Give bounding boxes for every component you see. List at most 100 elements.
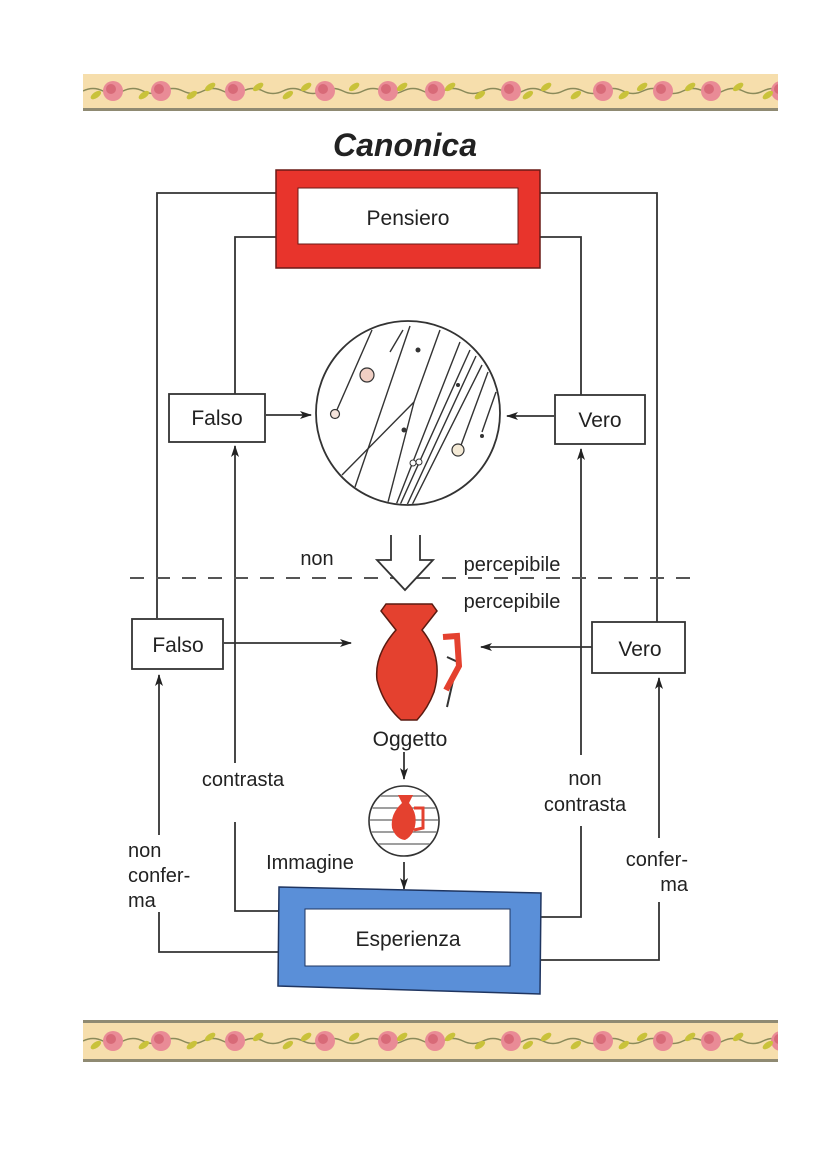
label-non-conferma-line3: ma: [128, 890, 157, 912]
rose-center: [774, 84, 778, 94]
floral-pattern-top: [83, 81, 778, 101]
lower-falso-box: Falso: [131, 618, 224, 670]
label-non-contrasta-line1: non: [568, 768, 601, 790]
leaf-icon: [396, 82, 408, 92]
leaf-icon: [204, 1032, 216, 1042]
rose-center: [106, 84, 116, 94]
rose-center: [154, 1034, 164, 1044]
rose-center: [596, 84, 606, 94]
line-conferma-lower: [541, 902, 660, 961]
label-non-conferma-line1: non: [128, 840, 161, 862]
rose-center: [154, 84, 164, 94]
rose-center: [704, 1034, 714, 1044]
leaf-icon: [522, 1040, 534, 1050]
leaf-icon: [90, 90, 102, 100]
leaf-icon: [282, 1040, 294, 1050]
leaf-icon: [684, 82, 696, 92]
atoms-circle: [315, 320, 501, 506]
line-non-conferma-lower: [158, 912, 279, 953]
rose-center: [504, 84, 514, 94]
leaf-icon: [762, 90, 774, 100]
leaf-icon: [348, 1032, 360, 1042]
rose-center: [504, 1034, 514, 1044]
leaf-icon: [540, 1032, 552, 1042]
leaf-icon: [732, 1032, 744, 1042]
leaf-icon: [540, 82, 552, 92]
diagram-title: Canonica: [333, 127, 477, 163]
leaf-icon: [138, 1040, 150, 1050]
leaf-icon: [282, 90, 294, 100]
lower-falso-label: Falso: [152, 634, 203, 657]
label-non-contrasta-line2: contrasta: [544, 794, 627, 816]
rose-center: [428, 84, 438, 94]
floral-pattern-bottom: [83, 1031, 778, 1051]
label-percepibile-below: percepibile: [464, 591, 561, 613]
line-pensiero-to-upper-falso: [234, 236, 276, 398]
leaf-icon: [186, 1040, 198, 1050]
leaf-icon: [732, 82, 744, 92]
label-immagine: Immagine: [266, 852, 354, 874]
leaf-icon: [474, 90, 486, 100]
rose-center: [704, 84, 714, 94]
label-contrasta: contrasta: [202, 769, 285, 791]
pensiero-label: Pensiero: [367, 207, 450, 230]
floral-border-bottom: [83, 1020, 778, 1062]
leaf-icon: [474, 1040, 486, 1050]
esperienza-box: Esperienza: [277, 886, 542, 995]
connector-lines: [155, 192, 663, 961]
rose-center: [381, 84, 391, 94]
rose-center: [596, 1034, 606, 1044]
leaf-icon: [570, 1040, 582, 1050]
leaf-icon: [762, 1040, 774, 1050]
line-pensiero-to-upper-vero: [540, 236, 582, 398]
floral-border-top: [83, 74, 778, 111]
line-non-contrasta-lower: [541, 826, 582, 918]
rose-center: [656, 84, 666, 94]
leaf-icon: [396, 1032, 408, 1042]
rose-center: [774, 1034, 778, 1044]
leaf-icon: [300, 1032, 312, 1042]
rose-center: [318, 84, 328, 94]
image-circle: [368, 785, 440, 857]
line-pensiero-to-lower-vero: [540, 192, 658, 622]
leaf-icon: [570, 90, 582, 100]
upper-falso-box: Falso: [168, 393, 266, 443]
hollow-down-arrow-icon: [374, 535, 436, 592]
line-pensiero-to-lower-falso: [156, 192, 276, 618]
label-conferma-line1: confer-: [626, 849, 688, 871]
pensiero-box: Pensiero: [275, 169, 541, 269]
rose-center: [228, 1034, 238, 1044]
leaf-icon: [300, 82, 312, 92]
rose-center: [381, 1034, 391, 1044]
leaf-icon: [204, 82, 216, 92]
leaf-icon: [636, 1032, 648, 1042]
lower-vero-label: Vero: [618, 638, 661, 661]
rose-center: [656, 1034, 666, 1044]
rose-center: [428, 1034, 438, 1044]
lower-vero-box: Vero: [591, 621, 686, 674]
leaf-icon: [444, 82, 456, 92]
label-oggetto: Oggetto: [373, 728, 448, 751]
vase-icon: [375, 603, 463, 721]
leaf-icon: [636, 82, 648, 92]
leaf-icon: [522, 90, 534, 100]
line-contrasta-lower: [234, 822, 279, 912]
upper-vero-label: Vero: [578, 409, 621, 432]
label-non: non: [300, 548, 333, 570]
leaf-icon: [252, 1032, 264, 1042]
rose-center: [318, 1034, 328, 1044]
upper-falso-label: Falso: [191, 407, 242, 430]
label-conferma-line2: ma: [660, 874, 689, 896]
leaf-icon: [348, 82, 360, 92]
label-percepibile-above: percepibile: [464, 554, 561, 576]
leaf-icon: [684, 1032, 696, 1042]
leaf-icon: [252, 82, 264, 92]
leaf-icon: [138, 90, 150, 100]
leaf-icon: [90, 1040, 102, 1050]
label-non-conferma-line2: confer-: [128, 865, 190, 887]
esperienza-label: Esperienza: [355, 928, 460, 951]
leaf-icon: [186, 90, 198, 100]
leaf-icon: [618, 1040, 630, 1050]
leaf-icon: [618, 90, 630, 100]
